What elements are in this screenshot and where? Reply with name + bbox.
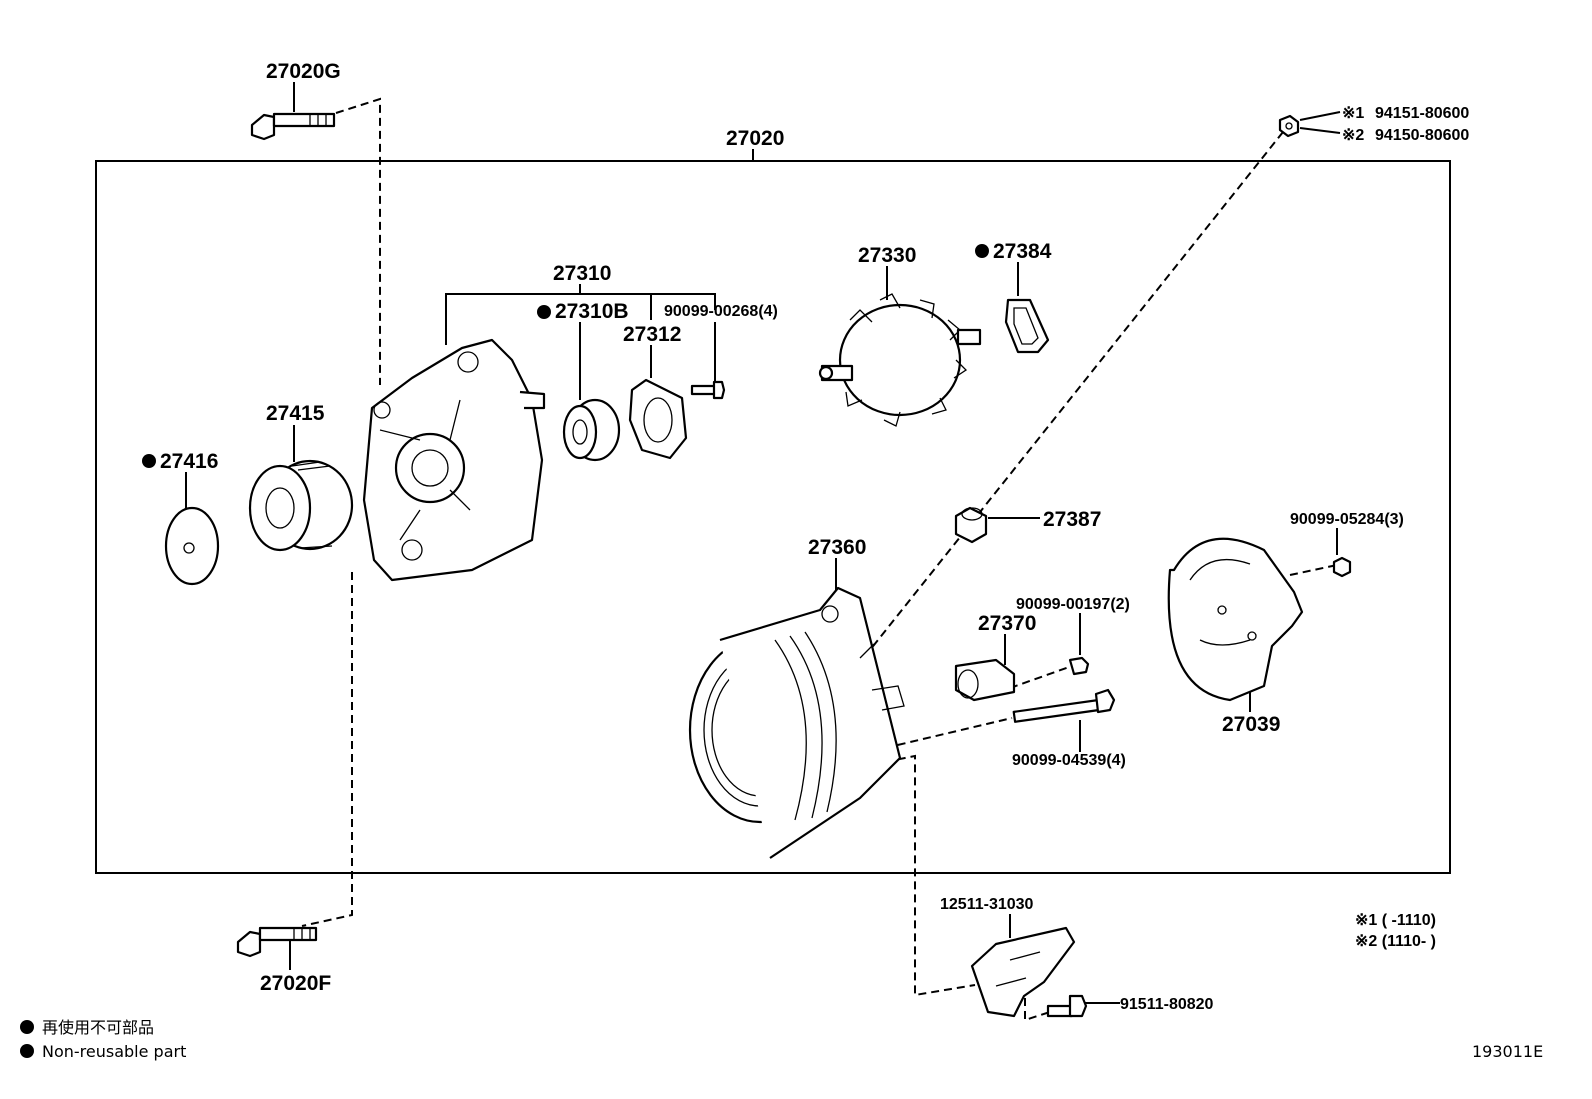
label-90099-04539: 90099-04539(4) <box>1012 752 1126 769</box>
legend-japanese: 再使用不可部品 <box>42 1018 154 1037</box>
insulator-27387-icon <box>954 506 988 544</box>
serial-note-2: ※2 (1110- ) <box>1355 933 1436 950</box>
label-27415: 27415 <box>266 402 325 425</box>
bolt-27020f-icon <box>236 926 318 958</box>
bolt-91511-80820-icon <box>1046 994 1088 1018</box>
label-27310b: 27310B <box>555 300 629 323</box>
label-27370: 27370 <box>978 612 1036 635</box>
bracket-12511-31030-icon <box>970 926 1076 1018</box>
rear-cover-27039-icon <box>1167 537 1304 702</box>
pulley-27415-icon <box>248 459 354 552</box>
bolt-90099-04539-icon <box>1012 688 1116 723</box>
stator-frame-27360-icon <box>688 586 905 859</box>
label-27330: 27330 <box>858 244 916 267</box>
cap-27416-icon <box>164 506 220 586</box>
non-reusable-marker-icon <box>975 244 989 258</box>
label-27387: 27387 <box>1043 508 1101 531</box>
rotor-27330-icon <box>818 293 982 427</box>
label-27416: 27416 <box>160 450 218 473</box>
nut-90099-05284-icon <box>1332 556 1352 578</box>
label-27384: 27384 <box>993 240 1052 263</box>
label-12511-31030: 12511-31030 <box>940 896 1034 913</box>
drive-end-frame-27310-icon <box>362 338 546 582</box>
label-91511-80820: 91511-80820 <box>1120 996 1214 1013</box>
label-27020: 27020 <box>726 127 784 150</box>
screw-90099-00268-icon <box>690 380 726 400</box>
legend-marker-icon <box>20 1044 34 1058</box>
diagram-code: 193011E <box>1472 1042 1543 1061</box>
ref1-part-number: 94151-80600 <box>1375 105 1469 122</box>
label-27020g: 27020G <box>266 60 341 83</box>
ring-27384-icon <box>1004 298 1050 354</box>
label-90099-00197: 90099-00197(2) <box>1016 596 1130 613</box>
label-90099-00268: 90099-00268(4) <box>664 303 778 320</box>
ref1-prefix: ※1 <box>1342 105 1364 122</box>
legend-marker-icon <box>20 1020 34 1034</box>
label-27020f: 27020F <box>260 972 331 995</box>
regulator-27370-icon <box>954 658 1016 702</box>
label-27039: 27039 <box>1222 713 1280 736</box>
bearing-27310b-icon <box>562 398 621 462</box>
retainer-plate-27312-icon <box>628 378 688 460</box>
bolt-27020g-icon <box>250 112 336 141</box>
nut-94151-80600-icon <box>1278 114 1300 138</box>
assembly-frame <box>95 160 1451 874</box>
label-27310: 27310 <box>553 262 611 285</box>
label-27312: 27312 <box>623 323 681 346</box>
non-reusable-marker-icon <box>142 454 156 468</box>
label-27360: 27360 <box>808 536 866 559</box>
screw-90099-00197-icon <box>1068 656 1090 676</box>
serial-note-1: ※1 ( -1110) <box>1355 912 1436 929</box>
non-reusable-marker-icon <box>537 305 551 319</box>
ref2-part-number: 94150-80600 <box>1375 127 1469 144</box>
label-90099-05284: 90099-05284(3) <box>1290 511 1404 528</box>
legend-english: Non-reusable part <box>42 1042 186 1061</box>
ref2-prefix: ※2 <box>1342 127 1364 144</box>
